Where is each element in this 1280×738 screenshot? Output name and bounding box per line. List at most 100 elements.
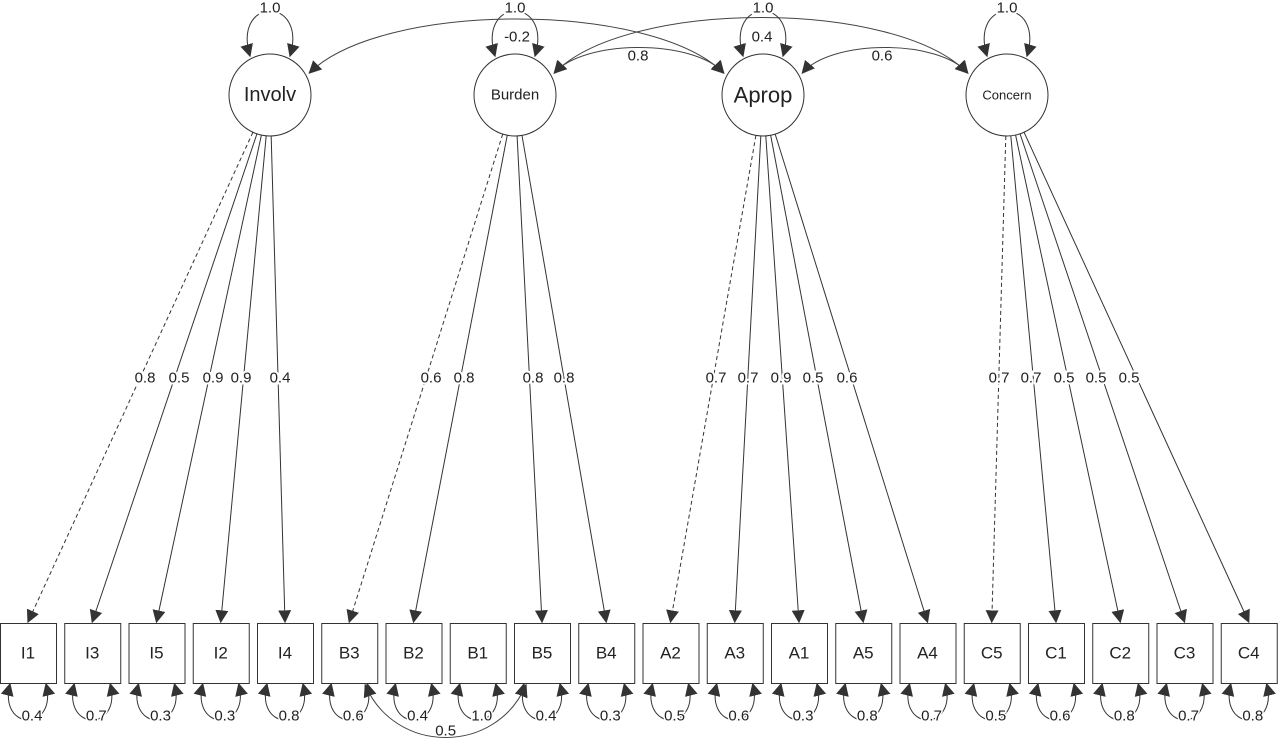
residual-label-a4: 0.7 [921, 708, 942, 725]
nodes-layer [0, 53, 1278, 684]
observed-label-i2: I2 [214, 644, 228, 663]
observed-node-b4 [578, 623, 636, 684]
loading-path-concern-c3 [1019, 133, 1187, 624]
observed-node-c4 [1220, 623, 1278, 684]
loading-path-aprop-a3 [728, 135, 762, 624]
residual-label-c1: 0.6 [1050, 708, 1071, 725]
residual-loop-b3 [322, 682, 377, 721]
residual-label-c3: 0.7 [1178, 708, 1199, 725]
residual-label-a2: 0.5 [664, 708, 685, 725]
observed-node-c1 [1028, 623, 1085, 684]
residual-loop-i3 [65, 682, 120, 721]
residual-label-i1: 0.4 [22, 708, 43, 725]
observed-node-a5 [835, 623, 893, 684]
loading-path-concern-c2 [1015, 134, 1125, 624]
observed-node-b5 [514, 623, 571, 684]
loading-label-burden-b5: 0.8 [523, 370, 544, 387]
observed-node-i5 [128, 623, 186, 684]
latent-node-concern [965, 53, 1049, 137]
variance-loop-burden [485, 10, 545, 58]
observed-label-c4: C4 [1238, 644, 1260, 663]
observed-label-a2: A2 [660, 644, 681, 663]
residual-label-i2: 0.3 [214, 708, 235, 725]
variance-loop-concern [977, 10, 1037, 58]
loading-path-involv-i3 [89, 133, 258, 624]
loading-path-burden-b3 [346, 133, 504, 624]
covariance-label-burden-aprop: 0.8 [628, 48, 649, 65]
residual-loop-c2 [1093, 682, 1148, 721]
loading-path-burden-b5 [516, 135, 548, 624]
observed-node-i2 [192, 623, 250, 684]
covariance-arc-involv-aprop [308, 18, 725, 74]
observed-label-c5: C5 [981, 644, 1003, 663]
observed-label-b4: B4 [596, 644, 617, 663]
residual-loop-c4 [1221, 682, 1276, 721]
loading-path-aprop-a4 [774, 133, 931, 624]
residual-loop-b1 [450, 682, 505, 721]
observed-node-b1 [449, 623, 507, 684]
loading-label-involv-i2: 0.9 [231, 370, 252, 387]
loading-label-aprop-a5: 0.5 [803, 370, 824, 387]
loading-path-burden-b4 [521, 135, 611, 624]
covariance-arc-aprop-concern [801, 47, 969, 74]
covariance-label-involv-aprop: -0.2 [504, 29, 530, 46]
residual-loop-b2 [386, 682, 441, 721]
observed-node-b2 [385, 623, 443, 684]
variance-loop-aprop [733, 10, 793, 58]
loading-path-concern-c4 [1023, 132, 1250, 624]
latent-label-aprop: Aprop [734, 83, 793, 108]
residual-covariance-label-b3-b5: 0.5 [435, 723, 456, 738]
latent-node-involv [228, 53, 312, 137]
residual-loop-i4 [257, 682, 313, 721]
residual-loop-i5 [129, 682, 184, 721]
residual-label-b4: 0.3 [600, 708, 621, 725]
residual-loop-a2 [643, 682, 698, 721]
latent-label-burden: Burden [491, 87, 539, 104]
observed-label-i4: I4 [278, 644, 292, 663]
observed-node-a4 [899, 623, 957, 684]
loading-label-concern-c5: 0.7 [989, 370, 1010, 387]
residual-label-c2: 0.8 [1114, 708, 1135, 725]
loading-label-concern-c1: 0.7 [1021, 370, 1042, 387]
observed-node-a2 [642, 623, 700, 684]
residual-loop-a3 [707, 682, 762, 721]
residual-loop-a1 [771, 682, 827, 721]
variance-loop-involv [240, 10, 300, 58]
loading-label-involv-i5: 0.9 [203, 370, 224, 387]
residual-loop-a5 [836, 682, 891, 721]
observed-node-a3 [706, 623, 764, 684]
covariance-arc-burden-concern [553, 17, 969, 74]
residual-label-b5: 0.4 [536, 708, 557, 725]
loading-path-concern-c1 [1010, 135, 1062, 624]
loading-label-involv-i3: 0.5 [169, 370, 190, 387]
loading-label-involv-i1: 0.8 [135, 370, 156, 387]
residual-label-a1: 0.3 [793, 708, 814, 725]
variance-label-involv: 1.0 [260, 0, 281, 17]
loading-label-involv-i4: 0.4 [270, 370, 291, 387]
latent-label-involv: Involv [244, 84, 296, 106]
variance-label-burden: 1.0 [505, 0, 526, 17]
loading-label-aprop-a1: 0.9 [771, 370, 792, 387]
covariance-label-burden-concern: 0.4 [752, 29, 773, 46]
observed-label-c1: C1 [1045, 644, 1067, 663]
variance-label-concern: 1.0 [997, 0, 1018, 17]
loading-path-aprop-a1 [765, 135, 805, 624]
observed-node-c3 [1156, 623, 1214, 684]
residual-label-a5: 0.8 [857, 708, 878, 725]
loading-label-aprop-a3: 0.7 [738, 370, 759, 387]
residual-loop-c1 [1028, 682, 1084, 721]
observed-label-b3: B3 [339, 644, 360, 663]
observed-node-a1 [771, 623, 828, 684]
loading-label-burden-b4: 0.8 [554, 370, 575, 387]
observed-node-c2 [1092, 623, 1150, 684]
observed-node-i4 [257, 623, 314, 684]
observed-label-i3: I3 [85, 644, 99, 663]
observed-label-a4: A4 [917, 644, 938, 663]
observed-label-a5: A5 [853, 644, 874, 663]
residual-label-i3: 0.7 [86, 708, 107, 725]
observed-node-c5 [963, 623, 1021, 684]
observed-label-c3: C3 [1174, 644, 1196, 663]
residual-loop-a4 [900, 682, 955, 721]
residual-loop-c3 [1157, 682, 1212, 721]
loading-label-aprop-a4: 0.6 [837, 370, 858, 387]
